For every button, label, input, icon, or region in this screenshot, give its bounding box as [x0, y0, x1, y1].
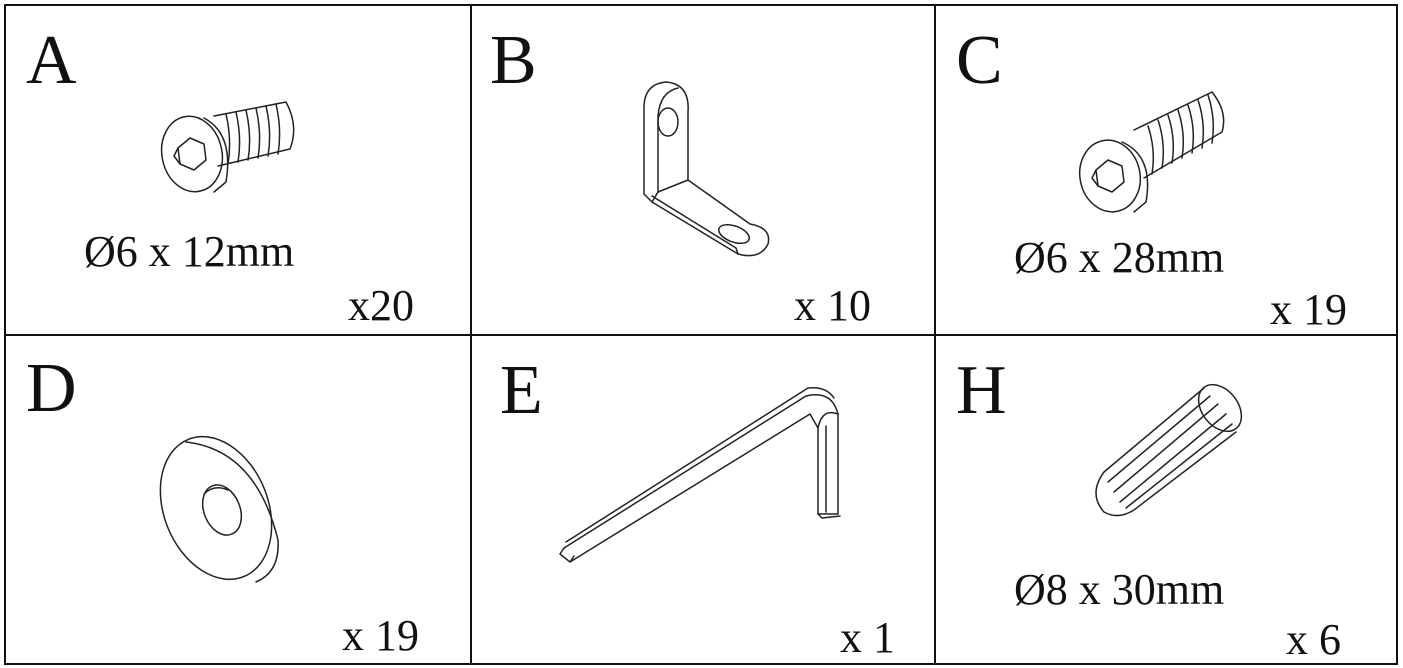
row-divider — [6, 334, 1396, 336]
part-quantity: x 10 — [794, 281, 871, 330]
part-letter: C — [956, 22, 1003, 99]
part-quantity: x 6 — [1286, 615, 1341, 664]
part-cell-h: H Ø8 x 30mm x 6 — [936, 336, 1398, 663]
part-quantity: x 1 — [840, 613, 895, 662]
wooden-dowel-icon — [1095, 383, 1243, 517]
part-letter: E — [500, 352, 543, 429]
part-cell-a: A Ø6 x 12mm x20 — [6, 6, 470, 334]
washer-icon — [159, 435, 279, 583]
part-quantity: x 19 — [342, 611, 419, 660]
part-cell-b: B x 10 — [472, 6, 934, 334]
part-letter: B — [490, 22, 537, 99]
part-quantity: x20 — [348, 281, 414, 330]
part-size: Ø6 x 12mm — [84, 227, 295, 276]
part-size: Ø8 x 30mm — [1014, 565, 1225, 614]
part-cell-d: D x 19 — [6, 336, 470, 663]
part-letter: A — [26, 22, 77, 99]
part-size: Ø6 x 28mm — [1014, 233, 1225, 282]
part-cell-e: E x 1 — [472, 336, 934, 663]
hardware-parts-table: A Ø6 x 12mm x20 B x 10 C — [4, 4, 1398, 665]
allen-key-icon — [559, 386, 841, 563]
short-socket-bolt-icon — [160, 101, 295, 193]
part-letter: H — [956, 352, 1007, 429]
part-cell-c: C Ø6 x 28mm x 19 — [936, 6, 1398, 334]
angle-bracket-icon — [643, 81, 770, 257]
long-socket-bolt-icon — [1078, 91, 1225, 213]
part-letter: D — [26, 350, 77, 427]
part-quantity: x 19 — [1270, 285, 1347, 334]
